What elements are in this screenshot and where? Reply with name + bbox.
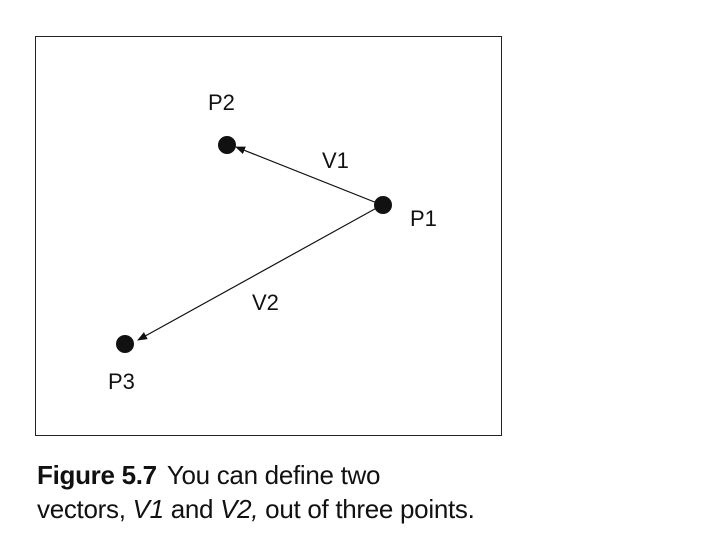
caption-v1: V1 — [132, 494, 165, 524]
point-p3-label: P3 — [108, 369, 135, 394]
caption-text-2b: out of three points. — [258, 494, 475, 524]
vector-v1-arrow — [235, 146, 383, 206]
caption-text-1: You can define two — [166, 460, 381, 490]
point-p2-dot — [218, 136, 236, 154]
caption-v2: V2, — [220, 494, 259, 524]
caption-line-1: Figure 5.7 You can define two — [37, 458, 677, 492]
vector-v2-arrow — [137, 204, 383, 341]
caption-text-2a: vectors, — [37, 494, 133, 524]
vector-v2-label: V2 — [252, 290, 279, 315]
figure-caption: Figure 5.7 You can define two vectors, V1… — [37, 458, 677, 526]
vector-v1-label: V1 — [322, 148, 349, 173]
point-p3-dot — [116, 335, 134, 353]
caption-and: and — [163, 494, 221, 524]
figure-number: Figure 5.7 — [37, 460, 157, 490]
point-p1-label: P1 — [410, 206, 437, 231]
figure-frame — [35, 36, 502, 436]
point-p2-label: P2 — [208, 90, 235, 115]
caption-line-2: vectors, V1 and V2, out of three points. — [37, 492, 677, 526]
point-p1-dot — [374, 196, 392, 214]
